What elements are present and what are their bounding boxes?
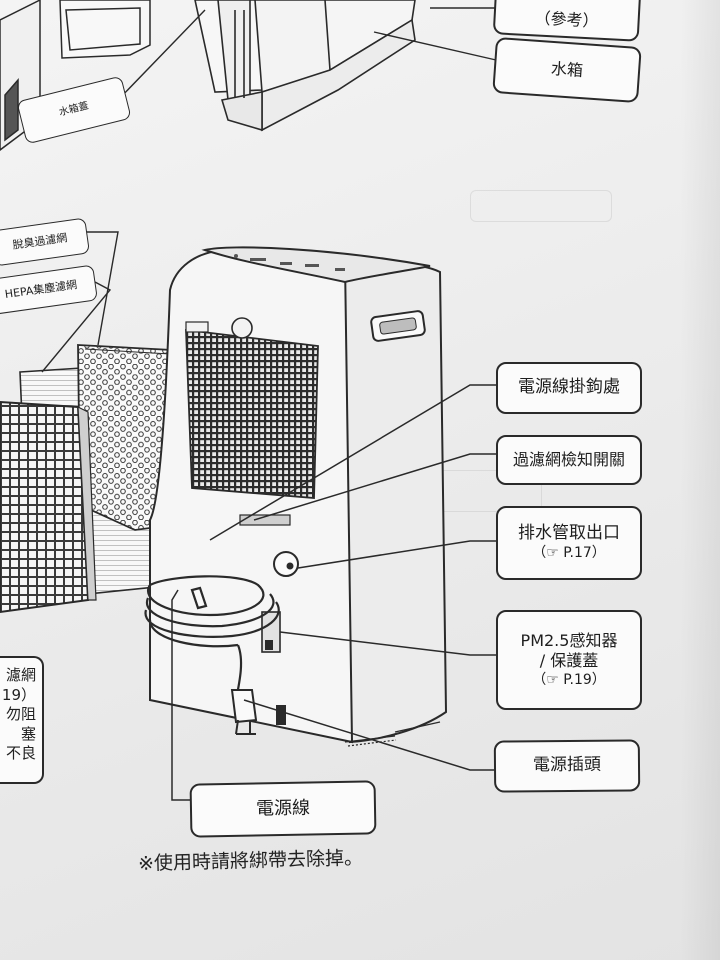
show-through-box <box>470 190 612 222</box>
drain-outlet-label: 排水管取出口 <box>518 523 620 544</box>
callout-drain-outlet: 排水管取出口 （☞ P.17） <box>496 506 642 580</box>
pm25-sensor-ref: （☞ P.19） <box>532 671 606 688</box>
callout-pm25-sensor: PM2.5感知器 / 保護蓋 （☞ P.19） <box>496 610 642 710</box>
coiled-power-cord <box>144 575 280 701</box>
page-edge-shadow <box>680 0 720 960</box>
pm25-sensor-label-1: PM2.5感知器 <box>520 630 618 650</box>
pre-filter-drawing <box>0 400 97 614</box>
clipped-note-line-2: 19） <box>1 685 36 704</box>
callout-leader-lines <box>171 384 496 801</box>
clipped-note-line-1: 濾網 <box>5 666 36 684</box>
clipped-note-box: 濾網 19） 勿阻塞 不良 <box>0 656 44 784</box>
hepa-filter-label: HEPA集塵濾網 <box>4 277 78 301</box>
cord-clip <box>276 705 286 725</box>
callout-filter-detect-switch: 過濾網檢知開關 <box>496 435 642 485</box>
pm25-sensor-label-2: / 保護蓋 <box>539 651 599 671</box>
power-cord-label: 電源線 <box>255 798 311 820</box>
callout-power-plug: 電源插頭 <box>493 739 641 793</box>
filter-detect-switch-label: 過濾網檢知開關 <box>512 449 625 469</box>
drain-outlet <box>273 551 299 577</box>
reference-label: （參考） <box>534 7 600 31</box>
clipped-note-line-3: 勿阻塞 <box>5 705 36 743</box>
filter-leader-lines <box>41 231 119 373</box>
deodorizing-filter-label: 脫臭過濾網 <box>11 231 69 252</box>
top-leader-lines <box>117 7 497 101</box>
power-plug-drawing <box>230 689 258 735</box>
cord-hook-label: 電源線掛鉤處 <box>518 377 620 398</box>
clipped-note-line-4: 不良 <box>5 744 36 762</box>
power-plug-label: 電源插頭 <box>532 754 602 776</box>
water-tank-label: 水箱 <box>550 58 584 80</box>
drain-outlet-ref: （☞ P.17） <box>532 544 606 561</box>
switch-slot <box>239 514 291 526</box>
callout-power-cord: 電源線 <box>189 780 377 838</box>
control-panel-marks <box>234 254 345 271</box>
callout-cord-hook: 電源線掛鉤處 <box>496 362 642 414</box>
water-tank-cover-label: 水箱蓋 <box>57 100 90 119</box>
callout-water-tank: 水箱 <box>492 36 642 104</box>
water-tank-drawing <box>194 0 416 132</box>
intake-grille <box>185 328 319 499</box>
